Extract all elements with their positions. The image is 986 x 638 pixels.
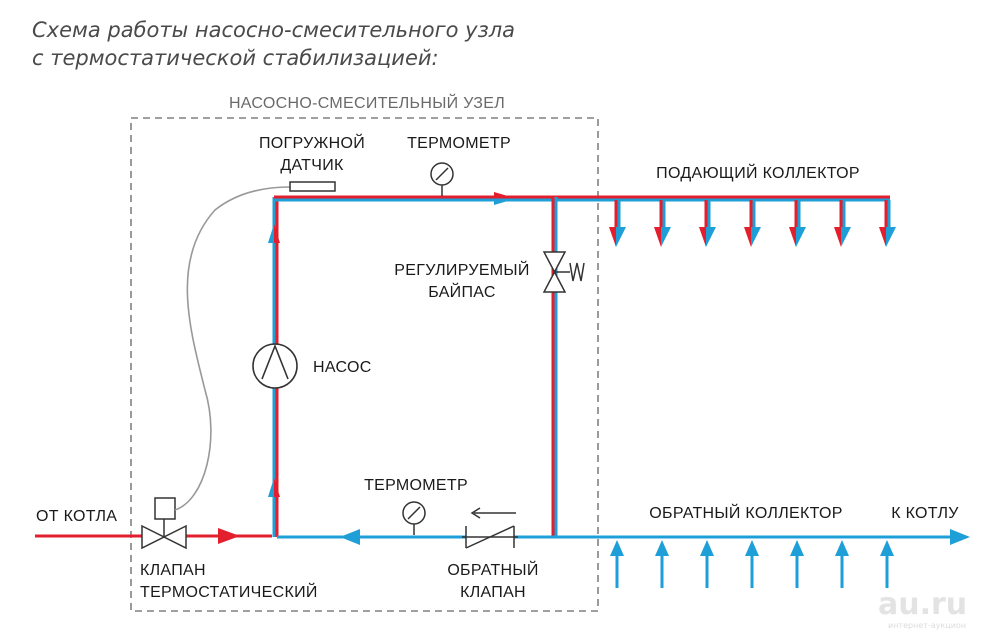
supply-flow-arrow [494,192,516,199]
return-inlet [745,540,759,588]
bypass-label-1: РЕГУЛИРУЕМЫЙ [394,260,529,279]
bypass-pipe [551,197,558,537]
riser-arrow-bottom [268,478,274,497]
unit-frame [130,117,599,612]
check-direction-arrow [470,507,481,519]
watermark-logo: au.ru [878,587,967,622]
thermometer-top-label: ТЕРМОМЕТР [407,135,511,152]
sensor-cable [174,186,291,511]
return-inlets [610,540,894,588]
supply-outlet [744,200,761,247]
to-boiler-label: К КОТЛУ [891,505,959,522]
unit-label: НАСОСНО-СМЕСИТЕЛЬНЫЙ УЗЕЛ [229,93,505,112]
check-valve-label-1: ОБРАТНЫЙ [447,560,538,579]
title-line-1: Схема работы насосно-смесительного узла [32,18,515,42]
supply-outlet [789,200,806,247]
return-inlet [880,540,894,588]
bypass-label-2: БАЙПАС [428,282,496,301]
supply-outlet [609,200,626,247]
supply-pipe [274,192,890,205]
valve-actuator [154,497,176,520]
thermometer-bottom [402,501,426,535]
supply-outlet [879,200,896,247]
flow-arrow-inlet [218,528,240,544]
sensor-label-1: ПОГРУЖНОЙ [259,133,365,152]
thermometer-bottom-label: ТЕРМОМЕТР [364,477,468,494]
supply-collector-label: ПОДАЮЩИЙ КОЛЛЕКТОР [656,163,860,182]
valve-label-2: ТЕРМОСТАТИЧЕСКИЙ [140,582,318,601]
sensor-label-2: ДАТЧИК [280,157,344,174]
supply-outlets [609,200,896,247]
watermark-sub: интернет-аукцион [888,621,966,630]
supply-outlet [654,200,671,247]
thermometer-top [430,162,454,196]
riser-arrow-top [268,224,274,243]
check-valve [462,507,518,549]
adjust-spring-icon [569,262,585,282]
to-boiler-arrow [950,529,970,545]
return-flow-arrow [340,529,360,545]
return-inlet [700,540,714,588]
return-inlet [790,540,804,588]
return-inlet [610,540,624,588]
from-boiler-label: ОТ КОТЛА [36,508,117,525]
return-inlet [835,540,849,588]
bypass-valve [542,251,585,293]
return-inlet [655,540,669,588]
unit-label-bg [206,92,528,114]
supply-outlet [834,200,851,247]
valve-label-1: КЛАПАН [140,562,206,579]
immersion-sensor [289,181,336,192]
title-line-2: с термостатической стабилизацией: [32,46,439,70]
thermostatic-valve [141,497,187,550]
check-valve-label-2: КЛАПАН [460,584,526,601]
pump-label: НАСОС [313,359,372,376]
inlet-pipe [35,528,272,544]
return-pipe [277,529,970,545]
return-collector-label: ОБРАТНЫЙ КОЛЛЕКТОР [649,503,842,522]
pump [252,343,298,389]
supply-outlet [699,200,716,247]
